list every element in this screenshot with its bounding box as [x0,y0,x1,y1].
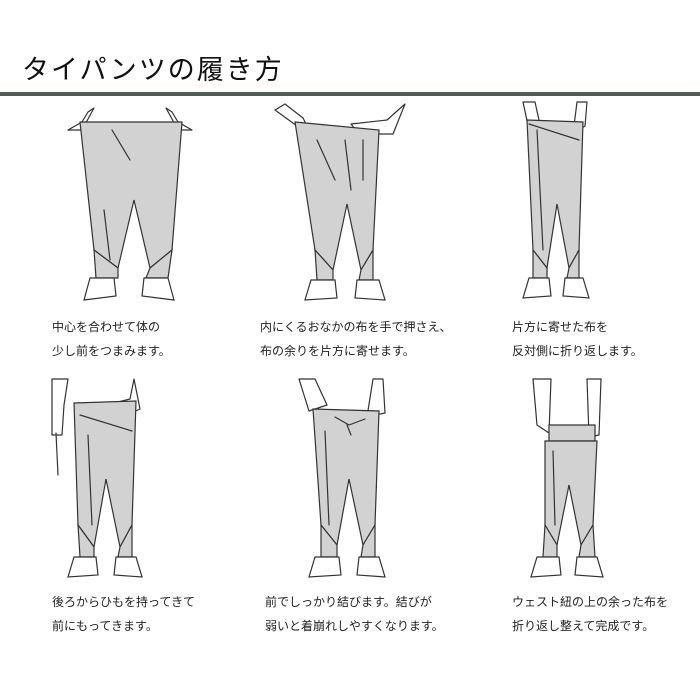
step-1-line-1: 中心を合わせて体の [52,320,161,334]
step-5-line-2: 弱いと着崩れしやすくなります。 [265,619,444,633]
step-panel-2: 内にくるおなかの布を手で押さえ、 布の余りを片方に寄せます。 [255,100,488,390]
step-3-caption: 片方に寄せた布を 反対側に折り返します。 [512,315,700,363]
step-3-line-2: 反対側に折り返します。 [512,344,643,358]
step-6-caption: ウェスト紐の上の余った布を 折り返し整えて完成です。 [512,590,700,638]
step-6-line-2: 折り返し整えて完成です。 [512,619,655,633]
step-4-caption: 後ろからひもを持ってきて 前にもってきます。 [52,590,285,638]
header-divider [0,92,700,96]
step-6-line-1: ウェスト紐の上の余った布を [512,595,669,609]
step-5-line-1: 前でしっかり結びます。結びが [265,595,432,609]
step-4-illustration [51,378,143,578]
step-panel-5: 前でしっかり結びます。結びが 弱いと着崩れしやすくなります。 [255,375,488,665]
step-2-caption: 内にくるおなかの布を手で押さえ、 布の余りを片方に寄せます。 [260,315,493,363]
step-2-line-2: 布の余りを片方に寄せます。 [260,344,415,358]
step-panel-1: 中心を合わせて体の 少し前をつまみます。 [22,100,255,390]
step-3-illustration [522,101,590,299]
step-1-illustration [67,107,193,301]
header: タイパンツの履き方 [0,0,700,100]
step-2-line-1: 内にくるおなかの布を手で押さえ、 [260,320,452,334]
step-4-line-1: 後ろからひもを持ってきて [52,595,196,609]
step-5-illustration [298,378,386,578]
step-2-illustration [274,103,406,301]
step-4-line-2: 前にもってきます。 [52,619,158,633]
step-panel-6: ウェスト紐の上の余った布を 折り返し整えて完成です。 [467,375,700,665]
page-title: タイパンツの履き方 [22,55,284,86]
step-1-caption: 中心を合わせて体の 少し前をつまみます。 [52,315,285,363]
step-1-line-2: 少し前をつまみます。 [52,344,171,358]
step-5-caption: 前でしっかり結びます。結びが 弱いと着崩れしやすくなります。 [265,590,498,638]
step-panel-4: 後ろからひもを持ってきて 前にもってきます。 [22,375,255,665]
step-3-line-1: 片方に寄せた布を [512,320,609,334]
step-panel-3: 片方に寄せた布を 反対側に折り返します。 [467,100,700,390]
step-6-illustration [530,378,604,578]
